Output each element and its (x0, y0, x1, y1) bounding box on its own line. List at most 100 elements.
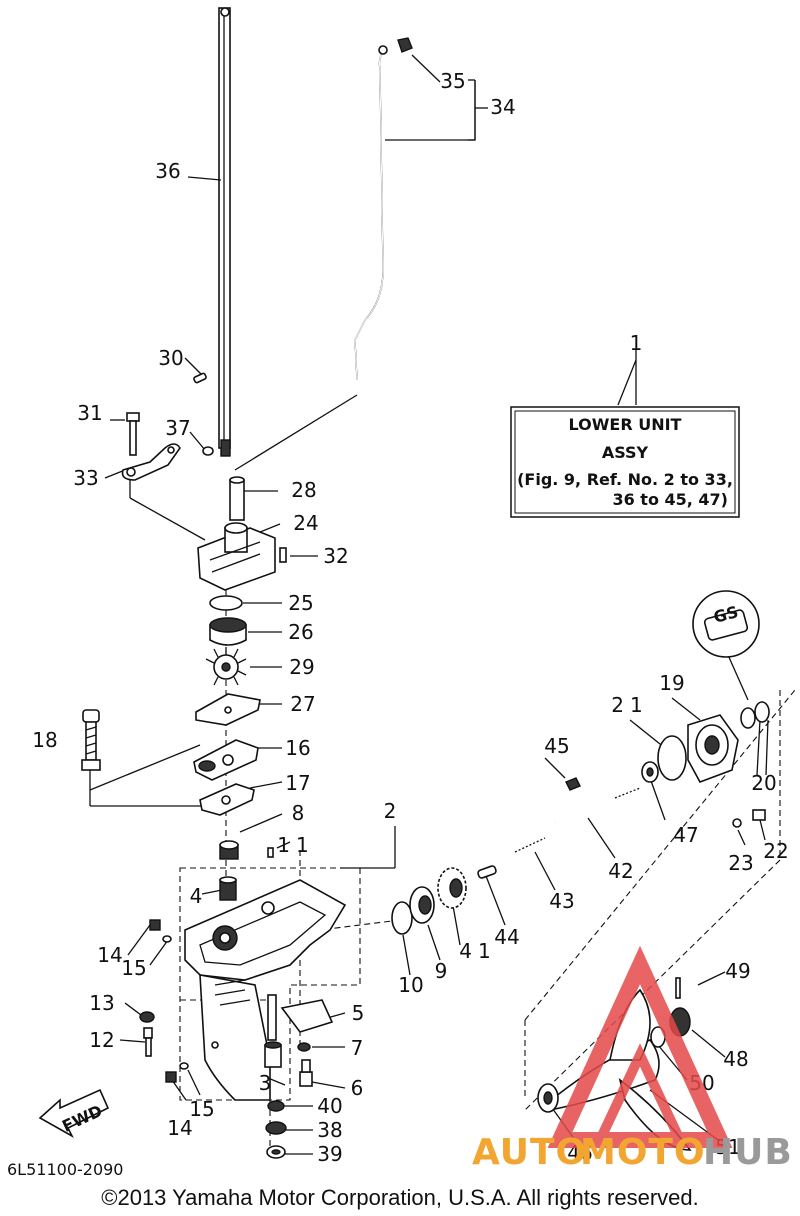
seal-8 (219, 840, 239, 860)
watermark-logo (547, 945, 733, 1148)
part-label: 44 (494, 925, 519, 949)
anode-5 (280, 999, 334, 1033)
part-label: 33 (73, 466, 98, 490)
part-label: 12 (89, 1028, 114, 1052)
part-label: 20 (751, 771, 776, 795)
pin-49 (675, 977, 681, 999)
pin-11 (267, 847, 274, 858)
part-label: 45 (544, 734, 569, 758)
assembly-title: LOWER UNIT (569, 415, 682, 434)
washer-47 (641, 761, 659, 783)
part-label: 19 (659, 671, 684, 695)
washer-7 (297, 1042, 311, 1052)
assembly-ref-line-2: 36 to 45, 47) (612, 490, 728, 509)
part-label: 14 (167, 1116, 192, 1140)
washer-15b (179, 1062, 189, 1070)
part-label: 25 (288, 591, 313, 615)
lower-case-group-box (179, 867, 361, 1101)
bush-3 (264, 1041, 282, 1068)
part-label: 49 (725, 959, 750, 983)
cap-19 (687, 714, 739, 783)
part-label: 47 (673, 823, 698, 847)
drive-shaft (218, 7, 231, 457)
watermark-triangle-icon (547, 945, 733, 1148)
water-tube (354, 37, 413, 381)
watermark-word-3: HUB (703, 1132, 793, 1173)
washer-40 (267, 1100, 285, 1112)
part-label: 14 (97, 943, 122, 967)
part-label: 31 (77, 401, 102, 425)
bolt-31 (126, 412, 140, 456)
part-label: 21 (611, 693, 648, 717)
lower-case-2 (184, 879, 347, 1101)
pin-30 (193, 372, 207, 384)
insert-26 (209, 617, 247, 646)
part-label: 17 (285, 771, 310, 795)
o-ring-25 (209, 595, 243, 611)
part-label: 32 (323, 544, 348, 568)
shim-39 (266, 1145, 286, 1159)
part-label: 15 (121, 956, 146, 980)
part-label: 16 (285, 736, 310, 760)
bush-4 (219, 876, 237, 901)
bolt-18 (81, 709, 101, 771)
part-label: 29 (289, 655, 314, 679)
part-label: 42 (608, 859, 633, 883)
part-label: 2 (384, 799, 397, 823)
part-label: 26 (288, 620, 313, 644)
part-label: 10 (398, 973, 423, 997)
clip-45 (565, 777, 581, 791)
part-label: 18 (32, 728, 57, 752)
part-label: 28 (291, 478, 316, 502)
bolt-22 (752, 809, 766, 821)
shaft-42 (554, 784, 641, 824)
assembly-subtitle: ASSY (602, 443, 649, 462)
spring-43 (514, 837, 546, 853)
watermark-word-2: MOTO (580, 1132, 706, 1173)
bolt-6 (299, 1059, 313, 1087)
part-label: 11 (277, 833, 314, 857)
fwd-arrow: FWD (38, 1088, 110, 1138)
drawing-code: 6L51100-2090 (7, 1160, 123, 1179)
part-label: 5 (352, 1001, 365, 1025)
screw-14a (149, 919, 161, 931)
part-label: 27 (290, 692, 315, 716)
part-label: 30 (158, 346, 183, 370)
part-label: 34 (490, 95, 515, 119)
gasket-27 (195, 693, 261, 726)
washer-37 (202, 446, 214, 456)
part-label: 24 (293, 511, 318, 535)
part-label: 43 (549, 889, 574, 913)
part-label: 13 (89, 991, 114, 1015)
watermark-text: AUTO MOTO HUB (472, 1132, 793, 1173)
bracket-33 (121, 443, 181, 481)
part-labels: 1 2 3 4 5 6 7 8 9 10 11 12 13 14 14 15 1… (32, 69, 788, 1166)
seal-10 (391, 901, 413, 935)
leader-lines (89, 54, 796, 1155)
part-label: 9 (435, 959, 448, 983)
part-label: 35 (440, 69, 465, 93)
assembly-box: LOWER UNIT ASSY (Fig. 9, Ref. No. 2 to 3… (510, 406, 740, 518)
part-label: 40 (317, 1094, 342, 1118)
plate-16 (193, 739, 259, 781)
part-label: 39 (317, 1142, 342, 1166)
washer-15a (162, 935, 172, 943)
part-label: 38 (317, 1118, 342, 1142)
gasket-17 (199, 783, 255, 816)
sleeve-28 (229, 476, 245, 521)
screw-14b (165, 1071, 177, 1083)
pin-44 (477, 865, 497, 879)
pump-housing-24 (197, 522, 276, 591)
pin-32 (279, 547, 287, 563)
watermark-word-1: AUTO (472, 1132, 587, 1173)
part-label: 4 (190, 884, 203, 908)
gear-38 (265, 1121, 287, 1135)
part-label: 8 (292, 801, 305, 825)
part-label: 41 (459, 939, 496, 963)
gear-41 (437, 867, 467, 909)
part-label: 3 (259, 1071, 272, 1095)
copyright-footer: ©2013 Yamaha Motor Corporation, U.S.A. A… (101, 1185, 698, 1210)
washer-13 (139, 1011, 155, 1023)
o-ring-21 (657, 735, 687, 781)
